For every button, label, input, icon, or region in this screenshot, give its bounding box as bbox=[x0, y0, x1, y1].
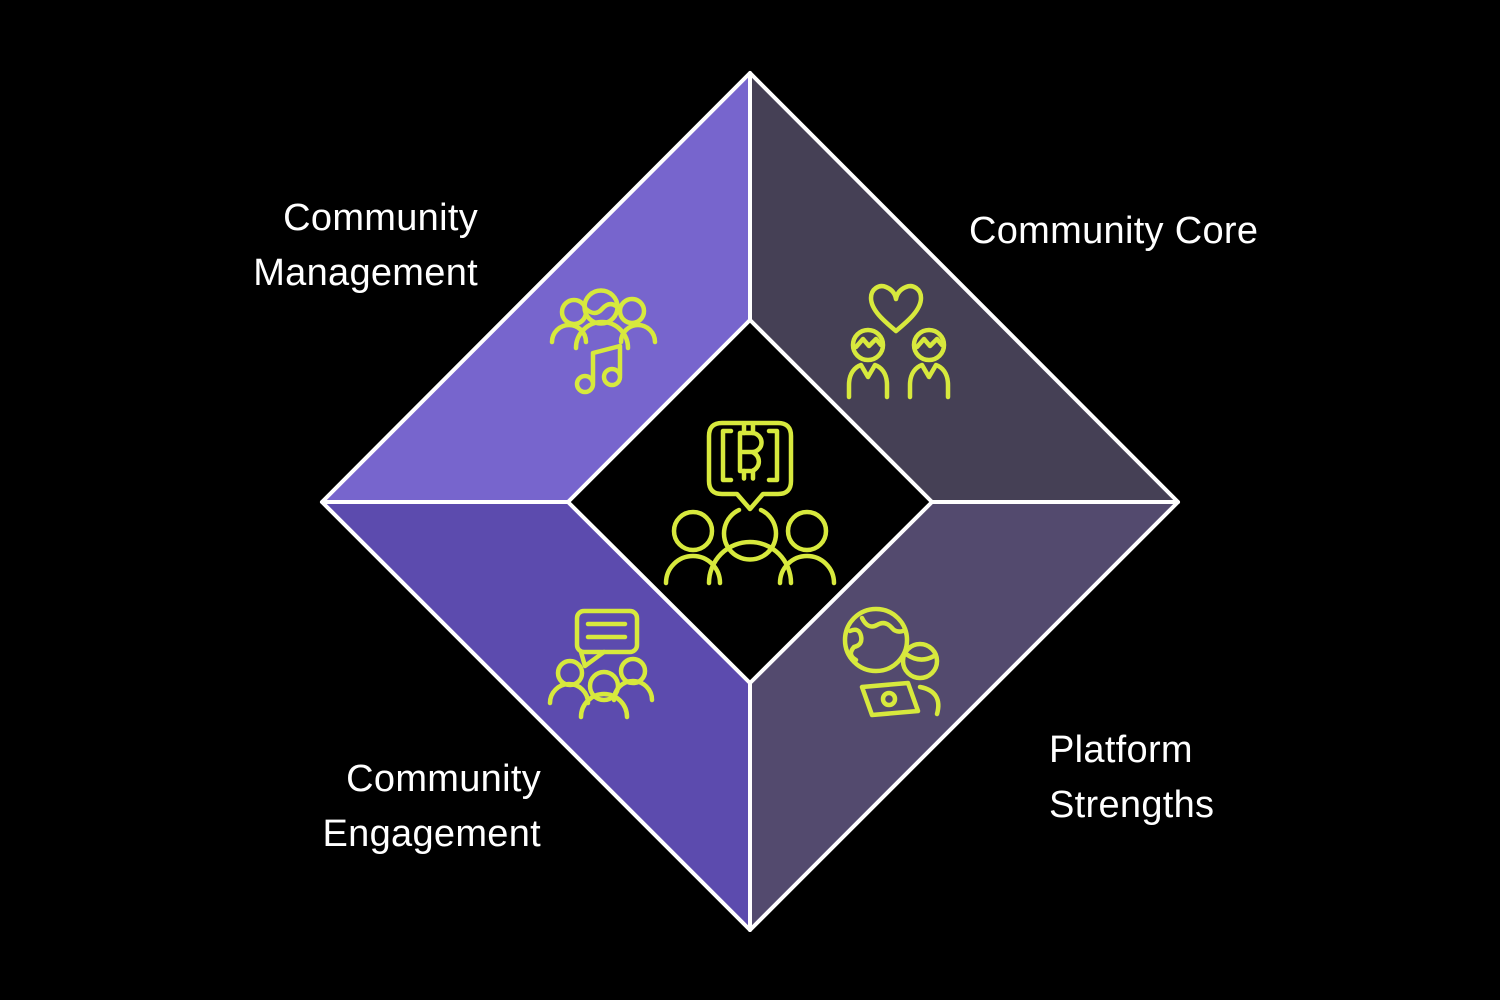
people-heart-icon bbox=[846, 283, 951, 400]
label-community-core: Community Core bbox=[969, 210, 1259, 252]
quadrant-shape-community-engagement bbox=[320, 500, 752, 932]
diamond-segments bbox=[320, 71, 1180, 932]
globe-laptop-icon bbox=[842, 606, 941, 718]
quadrant-shape-platform-strengths bbox=[748, 500, 1180, 932]
people-chat-icon bbox=[547, 608, 655, 720]
people-music-icon bbox=[549, 288, 658, 395]
quadrant-shape-community-core bbox=[748, 71, 1180, 504]
label-community-management: Community Management bbox=[253, 197, 478, 294]
label-platform-strengths: Platform Strengths bbox=[1049, 729, 1215, 826]
bitcoin-community-icon bbox=[663, 420, 837, 586]
label-community-engagement: Community Engagement bbox=[322, 758, 541, 855]
